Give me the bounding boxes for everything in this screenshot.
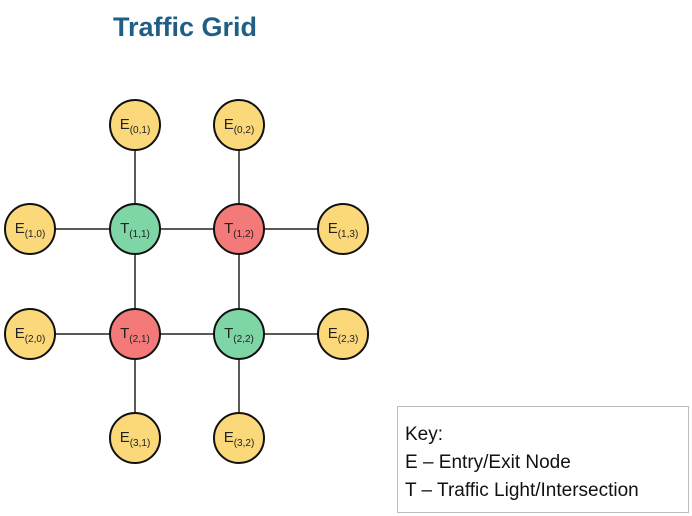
node-layer: E(0,1) E(0,2) E(1,0) T(1,1) T(1,2) E(1,3) E(2,… bbox=[4, 99, 369, 464]
node-T22: T(2,2) bbox=[213, 308, 265, 360]
legend-item-traffic-light: T – Traffic Light/Intersection bbox=[405, 480, 639, 501]
legend-item-entry-exit: E – Entry/Exit Node bbox=[405, 452, 571, 473]
node-E20: E(2,0) bbox=[4, 308, 56, 360]
node-circle bbox=[109, 99, 161, 151]
node-E10: E(1,0) bbox=[4, 203, 56, 255]
legend-box: Key: E – Entry/Exit Node T – Traffic Lig… bbox=[397, 406, 689, 513]
node-circle bbox=[109, 203, 161, 255]
node-label: E(0,2) bbox=[224, 116, 255, 136]
node-circle bbox=[213, 99, 265, 151]
node-circle bbox=[109, 308, 161, 360]
node-label: E(1,3) bbox=[328, 220, 359, 240]
node-label: E(3,2) bbox=[224, 429, 255, 449]
node-circle bbox=[213, 308, 265, 360]
node-circle bbox=[213, 203, 265, 255]
node-T12: T(1,2) bbox=[213, 203, 265, 255]
node-E02: E(0,2) bbox=[213, 99, 265, 151]
legend-heading: Key: bbox=[405, 424, 444, 445]
node-label: T(2,1) bbox=[120, 325, 150, 345]
node-circle bbox=[109, 412, 161, 464]
node-label: T(1,1) bbox=[120, 220, 150, 240]
node-T11: T(1,1) bbox=[109, 203, 161, 255]
node-label: E(1,0) bbox=[15, 220, 46, 240]
node-E01: E(0,1) bbox=[109, 99, 161, 151]
node-label: E(3,1) bbox=[120, 429, 151, 449]
node-label: E(0,1) bbox=[120, 116, 151, 136]
node-circle bbox=[4, 308, 56, 360]
node-circle bbox=[213, 412, 265, 464]
node-E31: E(3,1) bbox=[109, 412, 161, 464]
node-E23: E(2,3) bbox=[317, 308, 369, 360]
node-circle bbox=[317, 308, 369, 360]
node-label: E(2,3) bbox=[328, 325, 359, 345]
node-label: E(2,0) bbox=[15, 325, 46, 345]
node-E13: E(1,3) bbox=[317, 203, 369, 255]
edge-layer bbox=[30, 125, 343, 438]
node-circle bbox=[317, 203, 369, 255]
node-label: T(1,2) bbox=[224, 220, 254, 240]
node-circle bbox=[4, 203, 56, 255]
node-E32: E(3,2) bbox=[213, 412, 265, 464]
node-label: T(2,2) bbox=[224, 325, 254, 345]
node-T21: T(2,1) bbox=[109, 308, 161, 360]
diagram-title: Traffic Grid bbox=[112, 12, 258, 42]
